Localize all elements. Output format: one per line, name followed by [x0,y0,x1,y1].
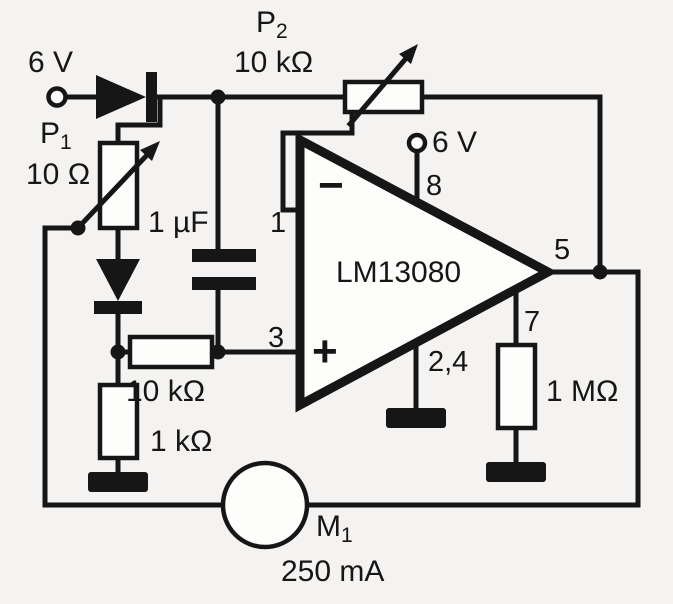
opamp-minus-sign: − [318,161,344,210]
label-pin7: 7 [524,306,540,338]
label-meter-value: 250 mA [281,555,384,588]
potentiometer-p1 [72,140,160,234]
p1-wiper-arrow [72,150,152,234]
meter-circle-icon [220,460,310,550]
pin8-terminal-circle-icon [406,132,428,154]
diode2-triangle-icon [96,259,140,301]
label-capacitor-value: 1 µF [148,206,209,239]
diode-cathode-bar-icon [146,72,157,122]
ground-icon-1m [486,462,546,482]
label-pin3: 3 [268,322,284,354]
label-p1-name: P1 [40,117,72,154]
junction-dot-diode2 [110,344,126,360]
potentiometer-p2 [342,44,425,128]
label-pin5: 5 [554,234,570,266]
ground-icon-1k [88,472,148,492]
diode-shunt [94,259,142,314]
label-supply-left: 6 V [28,46,73,79]
resistor-input-10k [127,334,215,370]
input-terminal [46,86,68,108]
junction-dots [70,89,608,360]
label-resistor-1m-value: 1 MΩ [546,375,618,408]
diode-anode-triangle-icon [96,75,146,119]
p2-arrowhead-icon [399,44,418,64]
label-resistor-1k-value: 1 kΩ [150,425,212,458]
resistor-1k-body [97,382,140,461]
label-pin24: 2,4 [428,346,468,378]
opamp-triangle-icon [295,132,558,413]
resistor-1m-body [495,342,538,431]
label-p2-value: 10 kΩ [234,46,313,79]
labels: 6 V P2 10 kΩ P1 10 Ω 1 µF 10 kΩ 1 kΩ 1 M… [26,6,618,588]
label-p1-value: 10 Ω [26,158,90,191]
label-resistor-input-value: 10 kΩ [126,375,205,408]
resistor-1k [97,382,140,461]
p2-wiper-arrow [346,52,412,128]
diode-series [96,72,157,122]
label-meter-name: M1 [316,510,353,547]
capacitor-plate-top-icon [192,249,256,262]
terminal-circle-icon [46,86,68,108]
label-pin8: 8 [426,170,442,202]
junction-dot-top [210,89,226,105]
opamp-plus-sign: + [312,327,338,376]
diode2-cathode-bar-icon [94,301,142,314]
resistor-input-body [127,334,215,370]
meter-m1 [220,460,310,550]
junction-dot-cap [210,344,226,360]
label-pin1: 1 [270,207,286,239]
label-p2-name: P2 [256,6,288,43]
junction-dot-output [592,264,608,280]
p1-arrowhead-icon [140,141,160,161]
label-supply-pin8: 6 V [432,126,477,159]
resistor-1m [495,342,538,431]
wire-p1-top-lead [115,94,163,147]
junction-dot-wiper [70,220,86,236]
ground-icon-pin24 [386,408,446,428]
capacitor-1uf [192,249,256,290]
label-ic-name: LM13080 [336,256,461,289]
opamp-lm13080 [295,132,558,413]
capacitor-plate-bottom-icon [192,277,256,290]
wire-meter-to-wiper-rail [42,225,226,508]
wire-p2-to-output-node [419,94,603,275]
wire-p2-wiper-to-pin1 [280,109,355,213]
ground-symbols [88,408,546,492]
